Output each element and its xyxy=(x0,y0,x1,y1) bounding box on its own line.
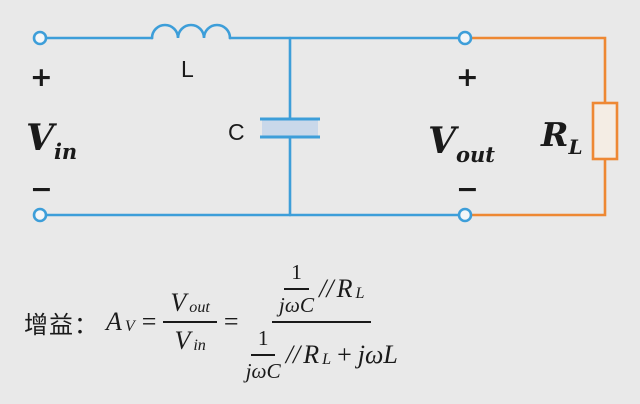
terminal-bottom-left xyxy=(32,207,48,223)
load-wire-bottom xyxy=(469,157,607,217)
capacitor-body xyxy=(262,119,318,137)
vout-subscript: out xyxy=(456,142,495,167)
circuit-svg: + Vin − L C + Vout − RL xyxy=(26,23,619,223)
inner-fraction-den: 1 jωC xyxy=(246,326,281,384)
inner-den-jwc-2: jωC xyxy=(245,359,281,383)
parallel-operator-den: // xyxy=(285,340,301,369)
vin-plus-sign: + xyxy=(30,62,53,93)
rl-base-den: R xyxy=(303,340,320,369)
inductor-coil xyxy=(150,23,232,40)
terminal-top-right xyxy=(457,30,473,46)
f1-den-base: V xyxy=(174,326,191,355)
capacitor-label: C xyxy=(228,119,245,145)
vout-plus-sign: + xyxy=(456,62,479,93)
gain-prefix-label: 增益： xyxy=(24,311,99,339)
load-wire-top xyxy=(469,36,607,105)
terminals xyxy=(32,30,473,223)
vout-minus-sign: − xyxy=(456,174,479,205)
vout-label: Vout xyxy=(428,120,495,167)
capacitor-plates xyxy=(260,117,320,139)
equals-sign-2: = xyxy=(223,307,239,336)
wires-blue xyxy=(44,23,461,217)
terminal-top-left xyxy=(32,30,48,46)
resistor-body xyxy=(591,101,619,161)
inductor-label: L xyxy=(181,56,194,82)
vin-label: Vin xyxy=(26,117,77,164)
gain-subscript: V xyxy=(124,317,135,335)
f1-num-base: V xyxy=(170,288,187,317)
inner-den-jwc: jωC xyxy=(278,293,315,317)
f1-num-sub: out xyxy=(189,298,210,316)
inner-fraction-num: 1 jωC xyxy=(279,260,314,318)
rl-subscript: L xyxy=(567,135,582,159)
wires-orange xyxy=(469,36,607,217)
inner-num-1: 1 xyxy=(291,260,302,284)
f1-den-sub: in xyxy=(193,336,206,354)
gain-base: A xyxy=(106,307,122,336)
inner-num-2: 1 xyxy=(257,326,269,350)
vout-base: V xyxy=(428,120,459,162)
rl-base: R xyxy=(540,115,568,154)
jwl-term: jωL xyxy=(357,340,398,369)
rl-sub-num: L xyxy=(355,284,365,302)
rl-label: RL xyxy=(540,115,583,159)
vin-base: V xyxy=(26,117,57,159)
equals-sign-1: = xyxy=(141,307,157,336)
parallel-operator-num: // xyxy=(319,274,334,303)
vin-subscript: in xyxy=(54,139,77,164)
lc-filter-circuit-diagram: + Vin − L C + Vout − RL xyxy=(26,23,619,223)
plus-sign: + xyxy=(337,340,352,369)
rl-sub-den: L xyxy=(322,350,332,368)
vin-minus-sign: − xyxy=(30,174,53,205)
terminal-bottom-right xyxy=(457,207,473,223)
rl-base-num: R xyxy=(336,274,353,303)
